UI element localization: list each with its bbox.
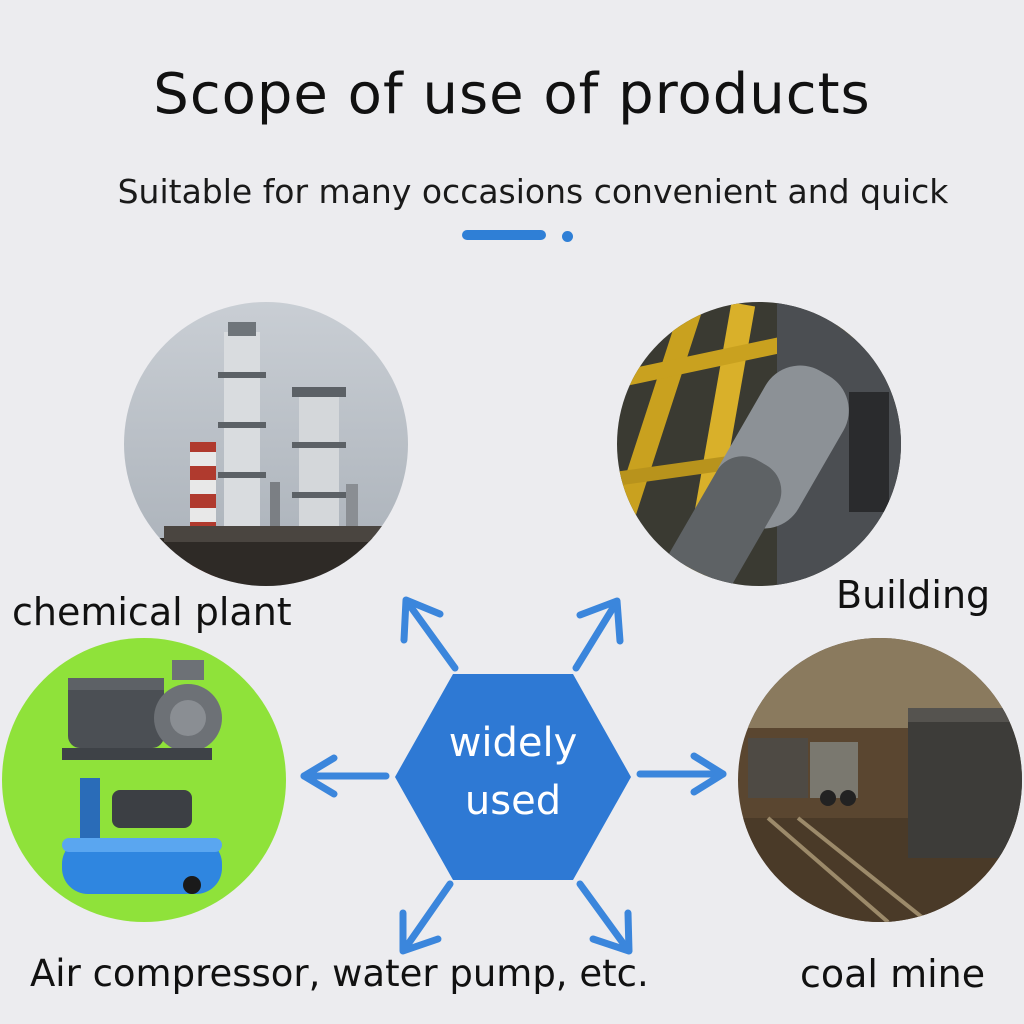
arrow-down-left-icon [399,880,454,955]
chemical-plant-label: chemical plant [12,590,292,634]
coal-mine-image [738,638,1022,922]
air-compressor-label: Air compressor, water pump, etc. [30,952,649,995]
hub-text-line2: used [464,778,562,824]
arrow-up-right-icon [572,597,624,672]
building-image [617,302,901,586]
arrow-left-icon [300,754,390,798]
page-title: Scope of use of products [153,62,871,127]
title-underline-bar [462,230,546,240]
title-underline-dot [562,231,573,242]
page-subtitle: Suitable for many occasions convenient a… [117,172,949,211]
arrow-up-left-icon [400,596,459,672]
arrow-down-right-icon [576,880,633,955]
chemical-plant-image [124,302,408,586]
coal-mine-label: coal mine [800,952,986,996]
hexagon-shape [395,674,631,880]
hub-text-line1: widely [448,720,578,766]
arrow-right-icon [636,752,727,796]
building-label: Building [836,573,991,617]
pump-compressor-image [2,638,286,922]
widely-used-hub: widely used [393,672,633,882]
